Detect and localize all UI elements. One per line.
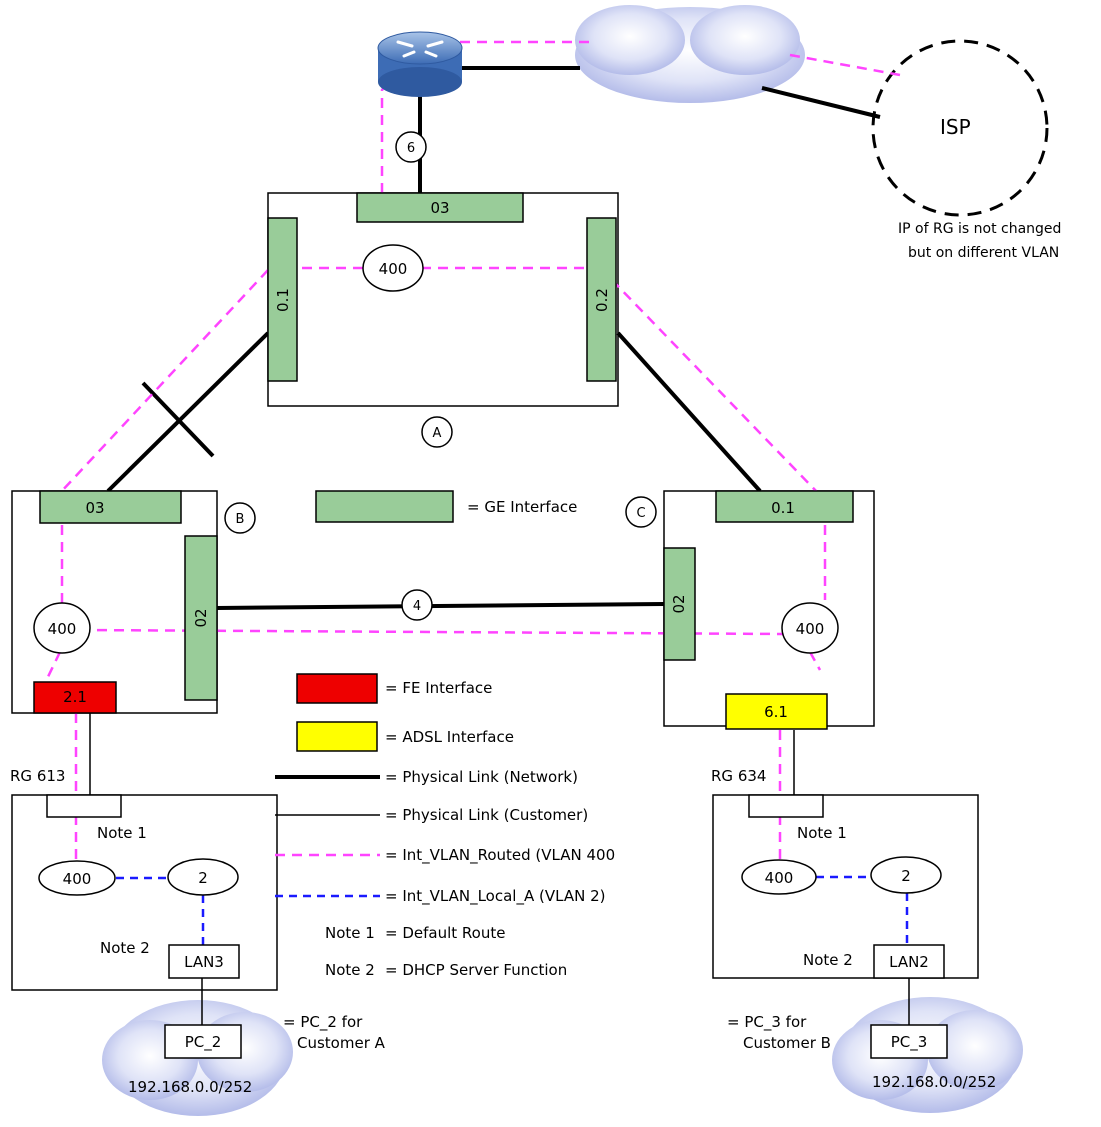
rg-634-wan-port — [748, 794, 824, 818]
node-a-marker — [421, 416, 453, 448]
pc-3-box — [870, 1024, 948, 1059]
physical-customer-links — [89, 713, 910, 1025]
legend-note2-key: Note 2 — [325, 961, 375, 979]
rg-613-vlan-400-label: 400 — [63, 870, 92, 888]
legend-vlan-local-text: = Int_VLAN_Local_A (VLAN 2) — [385, 887, 605, 906]
link-4-marker — [401, 589, 433, 621]
node-a-port-03-label: 03 — [430, 199, 449, 217]
node-c-port-02 — [663, 547, 696, 661]
rg-613-note1: Note 1 — [97, 824, 147, 842]
customer-b-subnet: 192.168.0.0/252 — [872, 1073, 996, 1091]
node-c-label: C — [636, 506, 645, 521]
node-a-vlan-400-label: 400 — [379, 260, 408, 278]
isp-note-line2: but on different VLAN — [908, 245, 1059, 261]
node-a-port-02 — [586, 217, 617, 382]
node-c-port-02-label: 02 — [670, 594, 688, 613]
rg-634-box — [712, 794, 979, 979]
node-c-port-adsl-label: 6.1 — [764, 703, 788, 721]
legend-ge-swatch — [315, 490, 454, 523]
rg-613-title: RG 613 — [10, 767, 65, 785]
node-b-port-fe-label: 2.1 — [63, 688, 87, 706]
pc-3-note-line2: Customer B — [743, 1034, 831, 1052]
legend-note1-value: = Default Route — [385, 924, 505, 942]
node-c-vlan-400-label: 400 — [796, 620, 825, 638]
node-c-port-01 — [715, 490, 854, 523]
rg-634-vlan-2-label: 2 — [901, 867, 911, 885]
node-c-marker — [625, 496, 657, 528]
customer-a-subnet: 192.168.0.0/252 — [128, 1078, 252, 1096]
vlan-2-local-paths — [116, 875, 909, 945]
physical-network-links — [106, 66, 881, 610]
node-c-port-01-label: 0.1 — [771, 499, 795, 517]
node-b-port-fe-21 — [33, 681, 117, 714]
rg-613-lan-label: LAN3 — [184, 953, 224, 971]
node-a-port-02-label: 0.2 — [593, 288, 611, 312]
rg-634-note2: Note 2 — [803, 951, 853, 969]
rg-634-vlan-400-label: 400 — [765, 869, 794, 887]
rg-613-vlan-400 — [38, 860, 116, 896]
link-failure-x — [141, 381, 215, 458]
legend-ge-text: = GE Interface — [467, 498, 577, 516]
node-c-vlan-400 — [781, 602, 839, 654]
node-a-port-03 — [356, 192, 524, 223]
link-6-marker — [395, 131, 427, 163]
rg-634-vlan-400 — [741, 859, 817, 895]
node-a-port-01 — [267, 217, 298, 382]
pc-2-label: PC_2 — [185, 1033, 222, 1052]
legend-fe-swatch — [296, 673, 378, 704]
rg-634-lan-label: LAN2 — [889, 953, 929, 971]
pc-2-note-line2: Customer A — [297, 1034, 386, 1052]
node-b-marker — [224, 502, 256, 534]
rg-613-box — [11, 794, 278, 991]
node-c-port-adsl-61 — [725, 693, 828, 730]
pc-3-note-line1: = PC_3 for — [727, 1013, 807, 1032]
internet-cloud — [575, 5, 805, 103]
pc-2-note-line1: = PC_2 for — [283, 1013, 363, 1032]
legend-adsl-swatch — [296, 721, 378, 752]
node-b-label: B — [236, 512, 245, 527]
legend-fe-text: = FE Interface — [385, 679, 492, 697]
rg-634-vlan-2 — [870, 856, 942, 894]
rg-613-vlan-2 — [167, 858, 239, 896]
rg-613-vlan-2-label: 2 — [198, 869, 208, 887]
rg-634-note1: Note 1 — [797, 824, 847, 842]
rg-634-title: RG 634 — [711, 767, 766, 785]
node-a-label: A — [433, 426, 442, 441]
isp-label: ISP — [940, 115, 971, 139]
node-b-vlan-400 — [33, 602, 91, 654]
node-b-port-02 — [184, 535, 218, 701]
legend-phys-net-text: = Physical Link (Network) — [385, 768, 578, 786]
node-b-port-02-label: 02 — [192, 608, 210, 627]
node-b-vlan-400-label: 400 — [48, 620, 77, 638]
node-a-box — [267, 192, 619, 407]
rg-613-lan-port — [168, 944, 240, 979]
isp-node — [871, 39, 1049, 217]
rg-613-wan-port — [46, 794, 122, 818]
node-a-vlan-400 — [362, 244, 424, 292]
node-b-port-03-label: 03 — [85, 499, 104, 517]
link-4-label: 4 — [413, 599, 421, 614]
legend-vlan-routed-text: = Int_VLAN_Routed (VLAN 400 — [385, 846, 615, 865]
legend-note1-key: Note 1 — [325, 924, 375, 942]
isp-note-line1: IP of RG is not changed — [898, 221, 1061, 237]
node-b-port-03 — [39, 490, 182, 524]
legend-note2-value: = DHCP Server Function — [385, 961, 567, 979]
pc-2-box — [164, 1024, 242, 1059]
pc-3-label: PC_3 — [891, 1033, 928, 1052]
link-6-label: 6 — [407, 141, 415, 156]
rg-634-lan-port — [873, 944, 945, 979]
rg-613-note2: Note 2 — [100, 939, 150, 957]
node-a-port-01-label: 0.1 — [274, 288, 292, 312]
router-icon — [377, 31, 463, 97]
legend-phys-cust-text: = Physical Link (Customer) — [385, 806, 588, 824]
legend-adsl-text: = ADSL Interface — [385, 728, 514, 746]
